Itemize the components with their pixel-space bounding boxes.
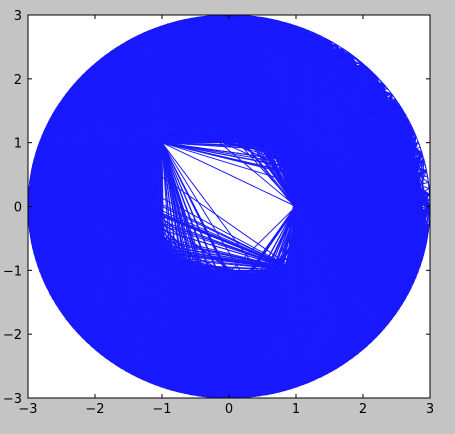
triangle-mesh xyxy=(27,14,431,399)
